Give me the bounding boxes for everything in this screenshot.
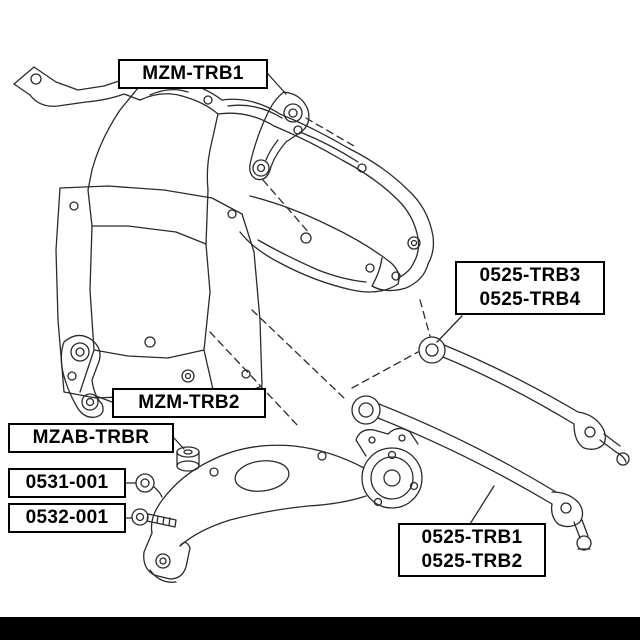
label-0525-trb3-trb4: 0525-TRB3 0525-TRB4 [455, 261, 605, 315]
label-0525-trb2: 0525-TRB2 [421, 551, 523, 572]
label-0532-001: 0532-001 [8, 503, 126, 533]
lower-arm-drawing [143, 427, 423, 583]
bushing-mzab-trbr-drawing [176, 446, 200, 472]
subframe-drawing [13, 66, 435, 417]
label-0531-001: 0531-001 [8, 468, 126, 498]
label-mzab-trbr: MZAB-TRBR [8, 423, 174, 453]
rod-0525-trb1-drawing [351, 395, 592, 551]
rod-0525-trb3-drawing [418, 336, 630, 466]
leader-lines [95, 73, 495, 525]
label-0525-trb4: 0525-TRB4 [479, 289, 581, 310]
label-mzm-trb2: MZM-TRB2 [112, 388, 266, 418]
bolt-0532-drawing [131, 508, 177, 528]
label-mzm-trb1: MZM-TRB1 [118, 59, 268, 89]
washer-0531-drawing [135, 473, 163, 498]
label-0525-trb1: 0525-TRB1 [421, 527, 523, 548]
label-0525-trb3: 0525-TRB3 [479, 265, 581, 286]
bracket-mzm-trb1-drawing [249, 91, 310, 181]
footer-bar [0, 617, 640, 640]
bracket-mzm-trb2-drawing [60, 334, 104, 418]
label-0525-trb1-trb2: 0525-TRB1 0525-TRB2 [398, 523, 546, 577]
dashed-guides [209, 117, 431, 429]
